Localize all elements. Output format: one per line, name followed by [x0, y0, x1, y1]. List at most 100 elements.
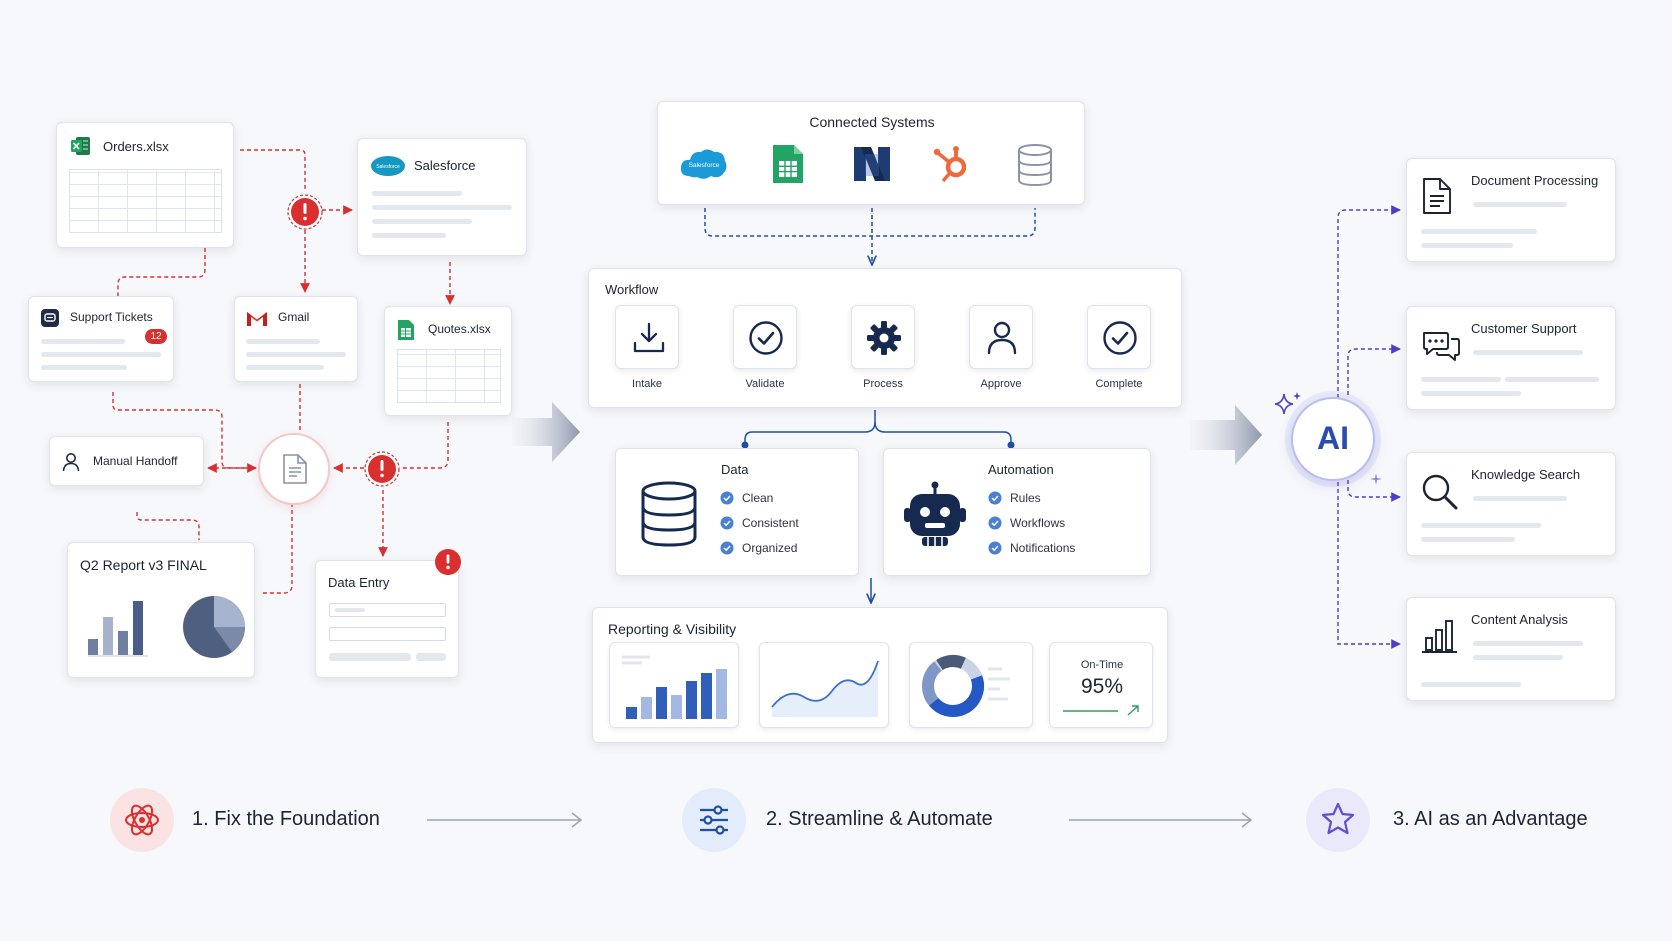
quotes-card[interactable]: Quotes.xlsx — [384, 306, 512, 416]
on-time-kpi-widget[interactable]: On-Time 95% — [1049, 642, 1153, 728]
excel-icon — [71, 137, 90, 155]
user-icon — [62, 453, 80, 472]
support-tickets-card[interactable]: Support Tickets 12 — [28, 296, 174, 382]
data-entry-card[interactable]: Data Entry — [315, 560, 459, 678]
step-intake[interactable] — [615, 305, 679, 369]
output-customer-support[interactable]: Customer Support — [1406, 306, 1616, 410]
robot-icon — [904, 481, 966, 546]
spreadsheet-preview — [69, 169, 222, 233]
output-title: Knowledge Search — [1471, 467, 1581, 482]
manual-handoff-card[interactable]: Manual Handoff — [49, 436, 204, 486]
step-label: Process — [863, 378, 903, 390]
step-process[interactable] — [851, 305, 915, 369]
output-title: Document Processing — [1471, 173, 1599, 188]
salesforce-title: Salesforce — [414, 158, 476, 173]
connected-systems-card[interactable]: Connected Systems Salesforce — [657, 101, 1085, 205]
data-item: Organized — [742, 541, 798, 555]
data-item: Consistent — [742, 516, 799, 530]
sheets-icon — [773, 145, 803, 183]
gmail-card[interactable]: Gmail — [234, 296, 358, 382]
automation-item: Workflows — [1010, 516, 1066, 530]
alert-icon — [364, 451, 400, 487]
data-item: Clean — [742, 491, 774, 505]
hubspot-icon — [933, 146, 967, 183]
alert-icon — [435, 549, 461, 575]
reporting-title: Reporting & Visibility — [608, 621, 737, 637]
sliders-icon — [700, 805, 728, 835]
svg-text:Salesforce: Salesforce — [689, 162, 720, 169]
line-chart-icon — [771, 660, 879, 717]
form-field[interactable] — [329, 627, 446, 641]
svg-text:Salesforce: Salesforce — [376, 164, 400, 170]
salesforce-card[interactable]: Salesforce Salesforce — [357, 138, 527, 256]
gmail-icon — [247, 312, 267, 326]
q2-report-title: Q2 Report v3 FINAL — [80, 557, 207, 573]
step-label: Complete — [1095, 378, 1143, 390]
ai-hub[interactable]: AI — [1291, 397, 1375, 481]
step-complete[interactable] — [1087, 305, 1151, 369]
orders-title: Orders.xlsx — [103, 139, 169, 154]
check-circle-icon — [988, 491, 1002, 505]
reporting-card[interactable]: Reporting & Visibility On-Time 95% — [592, 607, 1168, 743]
sparkle-icon — [1274, 392, 1301, 415]
check-circle-icon — [1103, 321, 1137, 355]
search-icon — [1422, 474, 1458, 510]
check-circle-icon — [988, 516, 1002, 530]
automation-title: Automation — [988, 462, 1054, 477]
support-ticket-icon — [41, 309, 59, 327]
output-document-processing[interactable]: Document Processing — [1406, 158, 1616, 262]
form-field[interactable] — [329, 603, 446, 617]
quotes-title: Quotes.xlsx — [428, 322, 491, 336]
data-entry-title: Data Entry — [328, 575, 390, 590]
output-knowledge-search[interactable]: Knowledge Search — [1406, 452, 1616, 556]
data-card[interactable]: Data Clean Consistent Organized — [615, 448, 859, 576]
bar-chart-icon — [1422, 620, 1457, 653]
stage-2-label: 2. Streamline & Automate — [766, 808, 993, 830]
output-title: Content Analysis — [1471, 612, 1568, 627]
check-circle-icon — [720, 541, 734, 555]
step-validate[interactable] — [733, 305, 797, 369]
sparkle-icon — [1370, 473, 1382, 485]
stage-2-badge — [682, 788, 746, 852]
check-circle-icon — [988, 541, 1002, 555]
line-chart-widget[interactable] — [759, 642, 889, 728]
stage-3-label: 3. AI as an Advantage — [1393, 808, 1588, 830]
spreadsheet-preview — [397, 349, 501, 403]
output-content-analysis[interactable]: Content Analysis — [1406, 597, 1616, 701]
check-circle-icon — [720, 516, 734, 530]
gear-icon — [867, 321, 901, 355]
q2-report-card[interactable]: Q2 Report v3 FINAL — [67, 542, 255, 678]
orders-card[interactable]: Orders.xlsx — [56, 122, 234, 248]
workflow-title: Workflow — [605, 282, 659, 297]
on-time-label: On-Time — [1080, 659, 1124, 671]
central-document-node[interactable] — [258, 433, 330, 505]
automation-item: Notifications — [1010, 541, 1076, 555]
trend-up-icon — [1063, 705, 1139, 716]
bar-chart-widget[interactable] — [609, 642, 739, 728]
document-icon — [1423, 178, 1451, 214]
on-time-value: 95% — [1080, 675, 1124, 698]
step-approve[interactable] — [969, 305, 1033, 369]
database-icon — [1018, 144, 1052, 187]
output-title: Customer Support — [1471, 321, 1577, 336]
automation-card[interactable]: Automation Rules Workflows Notifications — [883, 448, 1151, 576]
report-chart-preview — [88, 596, 245, 658]
chat-icon — [1423, 332, 1460, 361]
download-icon — [633, 322, 665, 353]
manual-handoff-title: Manual Handoff — [93, 454, 178, 468]
stage-1-badge — [110, 788, 174, 852]
gmail-title: Gmail — [278, 310, 310, 324]
netsuite-icon — [854, 147, 890, 181]
salesforce-icon: Salesforce — [680, 149, 727, 179]
star-icon — [1321, 802, 1355, 835]
automation-item: Rules — [1010, 491, 1041, 505]
check-circle-icon — [720, 491, 734, 505]
donut-chart-widget[interactable] — [909, 642, 1033, 728]
step-label: Approve — [980, 378, 1022, 390]
stage-3-badge — [1306, 788, 1370, 852]
data-title: Data — [721, 462, 749, 477]
document-icon — [283, 454, 307, 484]
database-icon — [641, 481, 697, 547]
workflow-card[interactable]: Workflow Intake Validate Process Approve… — [588, 268, 1182, 408]
atom-icon — [125, 804, 159, 836]
